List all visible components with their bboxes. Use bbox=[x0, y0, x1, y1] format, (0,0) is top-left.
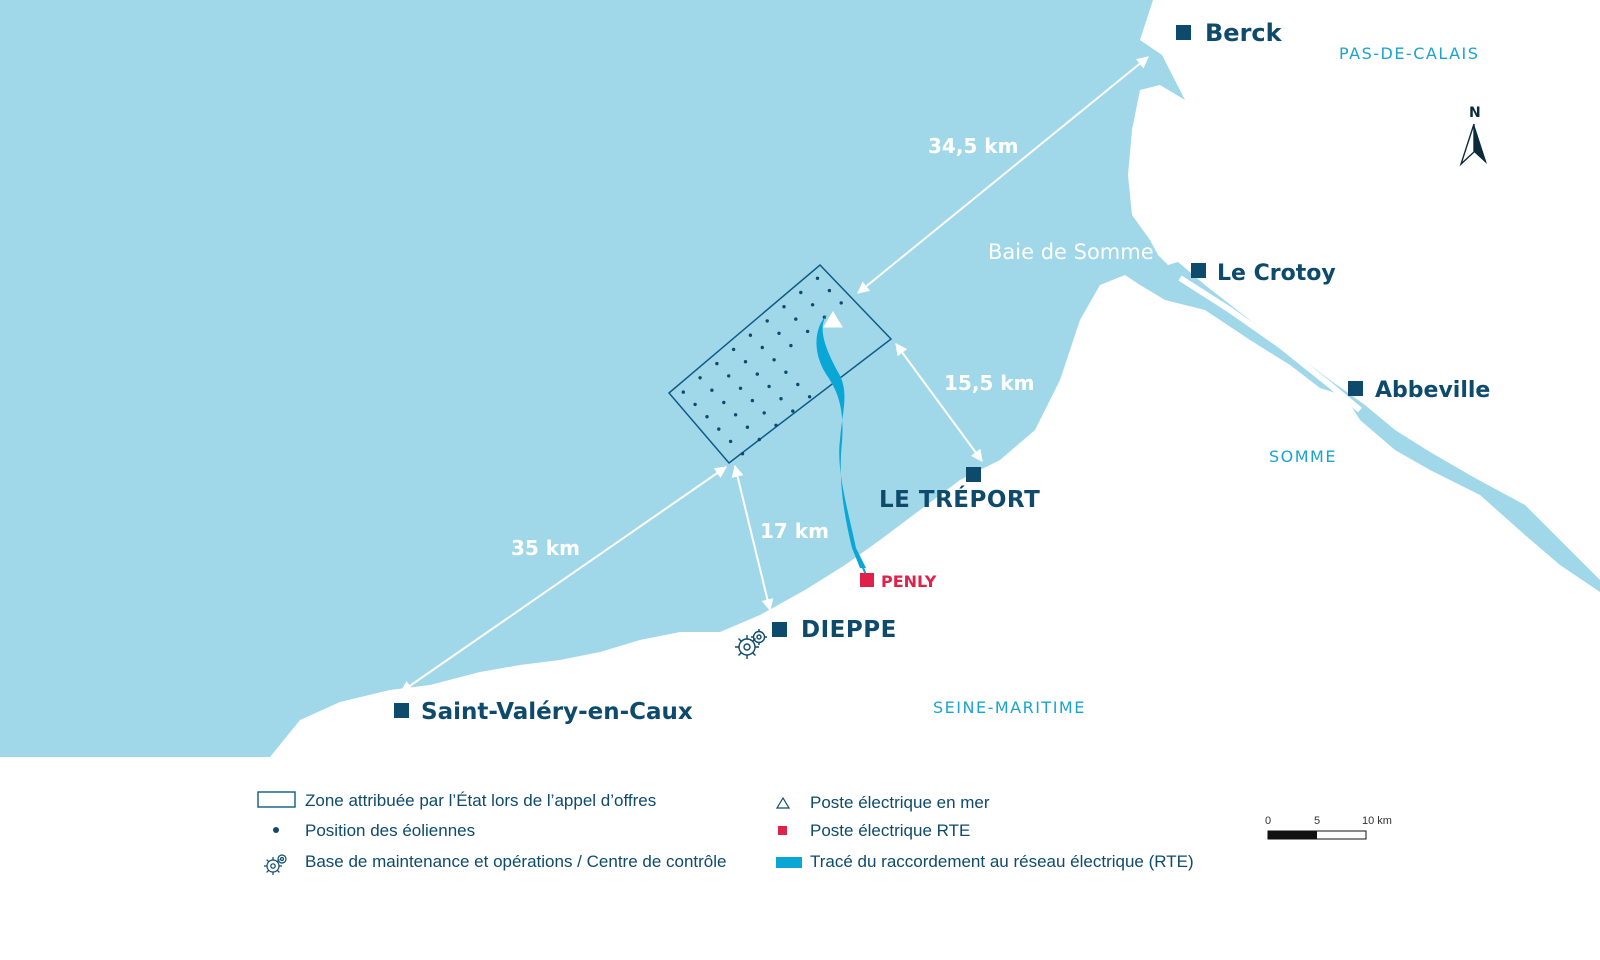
turbine-dot bbox=[791, 409, 795, 413]
city-label-berck: Berck bbox=[1205, 19, 1283, 47]
turbine-dot bbox=[750, 398, 755, 403]
turbine-dot bbox=[743, 360, 748, 364]
turbine-dot bbox=[765, 319, 769, 323]
somme-river bbox=[1178, 275, 1362, 413]
turbine-dot bbox=[822, 315, 827, 319]
legend-zone-label: Zone attribuée par l’État lors de l’appe… bbox=[305, 791, 656, 810]
turbine-dot bbox=[799, 290, 803, 295]
distance-label-le-treport: 15,5 km bbox=[944, 371, 1034, 395]
cable-route bbox=[816, 314, 866, 568]
turbine-dot bbox=[760, 345, 764, 350]
turbine-dot bbox=[762, 411, 766, 415]
turbine-dot bbox=[757, 437, 761, 442]
turbine-dot bbox=[740, 452, 745, 456]
scale-tick-5: 5 bbox=[1314, 815, 1320, 827]
turbine-dot bbox=[782, 305, 786, 309]
region-label-seine-maritime: SEINE-MARITIME bbox=[933, 698, 1086, 717]
north-label: N bbox=[1469, 105, 1481, 121]
turbine-dot bbox=[839, 301, 843, 305]
turbine-dot bbox=[717, 427, 721, 431]
turbine-dot bbox=[731, 347, 736, 352]
turbine-dot bbox=[733, 413, 738, 417]
turbine-dot bbox=[794, 317, 798, 321]
turbine-dot bbox=[738, 386, 743, 390]
turbine-dot bbox=[772, 358, 776, 362]
legend-rte-substation-label: Poste électrique RTE bbox=[810, 821, 970, 840]
turbine-dot bbox=[827, 288, 832, 293]
distance-label-dieppe: 17 km bbox=[760, 519, 829, 543]
scale-tick-0: 0 bbox=[1265, 815, 1271, 827]
turbine-dot bbox=[810, 303, 815, 307]
distance-label-saint-valery: 35 km bbox=[511, 536, 580, 560]
turbine-dot bbox=[705, 415, 709, 419]
sea-area bbox=[0, 0, 1600, 757]
legend: Zone attribuée par l’État lors de l’appe… bbox=[257, 791, 1194, 875]
city-label-dieppe: DIEPPE bbox=[801, 617, 897, 643]
turbine-dot bbox=[805, 329, 810, 334]
turbine-dot bbox=[698, 376, 702, 380]
turbine-dot bbox=[767, 384, 771, 389]
north-arrow: N bbox=[1459, 105, 1487, 167]
city-marker-le-treport bbox=[966, 467, 981, 482]
turbine-dot bbox=[779, 397, 783, 401]
scale-bar: 0 5 10 km bbox=[1265, 815, 1392, 840]
turbine-dot bbox=[777, 331, 781, 335]
legend-cable-swatch bbox=[776, 857, 802, 868]
turbine-dot bbox=[681, 390, 685, 394]
city-marker-abbeville bbox=[1348, 381, 1363, 396]
turbine-positions bbox=[681, 276, 843, 456]
wind-farm-zone bbox=[667, 263, 893, 465]
city-marker-berck bbox=[1176, 25, 1191, 40]
distance-arrow-saint-valery bbox=[400, 466, 727, 693]
city-marker-le-crotoy bbox=[1191, 263, 1206, 278]
city-marker-dieppe bbox=[772, 622, 787, 637]
city-label-penly: PENLY bbox=[881, 572, 937, 591]
city-marker-saint-valery bbox=[394, 703, 409, 718]
turbine-dot bbox=[774, 423, 778, 427]
region-label-pas-de-calais: PAS-DE-CALAIS bbox=[1339, 44, 1479, 63]
legend-turbines-label: Position des éoliennes bbox=[305, 821, 475, 840]
turbine-dot bbox=[784, 370, 788, 374]
city-label-le-treport: LE TRÉPORT bbox=[879, 485, 1040, 513]
rte-substation-penly bbox=[860, 573, 874, 587]
turbine-dot bbox=[710, 388, 714, 392]
legend-maintenance-gear-icon bbox=[264, 854, 287, 875]
maintenance-base-icon bbox=[735, 629, 767, 659]
distance-arrow-dieppe bbox=[731, 464, 774, 612]
distance-label-berck: 34,5 km bbox=[928, 134, 1018, 158]
legend-rte-substation-icon bbox=[778, 826, 787, 835]
turbine-dot bbox=[745, 425, 750, 429]
turbine-dot bbox=[715, 361, 719, 366]
turbine-dot bbox=[815, 276, 820, 280]
turbine-dot bbox=[755, 372, 759, 376]
turbine-dot bbox=[722, 400, 726, 405]
scale-tick-10: 10 km bbox=[1362, 815, 1392, 827]
city-label-abbeville: Abbeville bbox=[1375, 378, 1490, 403]
turbine-dot bbox=[796, 382, 800, 387]
turbine-dot bbox=[807, 395, 812, 399]
offshore-substation-icon bbox=[823, 311, 843, 328]
water-label-baie-de-somme: Baie de Somme bbox=[988, 240, 1154, 264]
turbine-dot bbox=[748, 333, 753, 337]
region-label-somme: SOMME bbox=[1269, 447, 1337, 466]
distance-arrow-le-treport bbox=[895, 343, 983, 462]
legend-turbine-dot bbox=[273, 827, 279, 833]
turbine-dot bbox=[789, 343, 793, 348]
city-label-saint-valery: Saint-Valéry-en-Caux bbox=[421, 699, 693, 725]
distance-arrow-berck bbox=[857, 56, 1149, 294]
legend-offshore-substation-label: Poste électrique en mer bbox=[810, 793, 990, 812]
legend-maintenance-label: Base de maintenance et opérations / Cent… bbox=[305, 852, 727, 871]
turbine-dot bbox=[728, 439, 733, 444]
turbine-dot bbox=[727, 374, 731, 378]
city-label-le-crotoy: Le Crotoy bbox=[1217, 261, 1336, 286]
turbine-dot bbox=[693, 402, 697, 407]
legend-zone-swatch bbox=[257, 791, 296, 808]
legend-offshore-substation-icon bbox=[775, 796, 791, 809]
legend-cable-label: Tracé du raccordement au réseau électriq… bbox=[810, 852, 1194, 871]
